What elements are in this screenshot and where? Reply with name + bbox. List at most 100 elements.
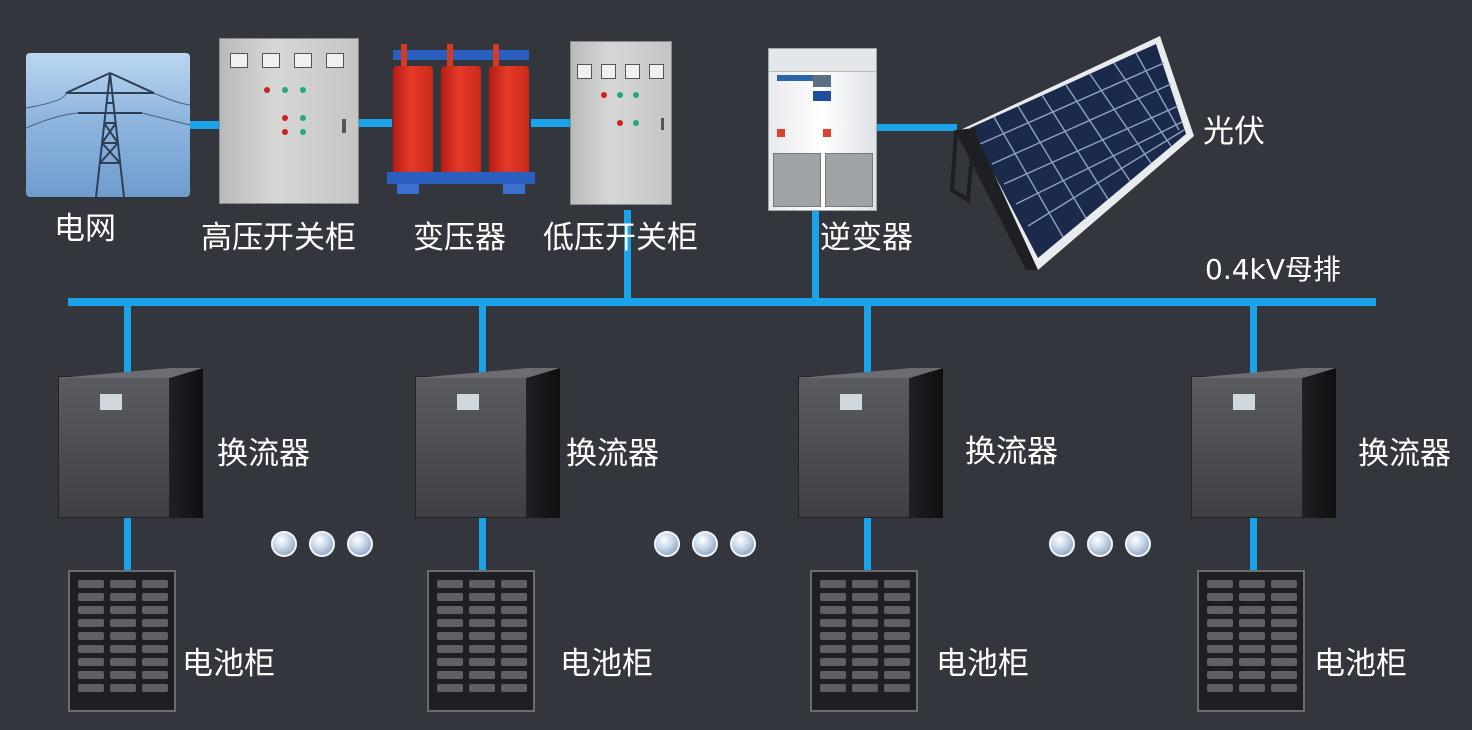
battery-cabinet-icon [1197, 570, 1305, 712]
battery-cell [1239, 606, 1265, 614]
battery-cell [78, 684, 104, 692]
battery-cell [469, 645, 495, 653]
battery-cell [78, 606, 104, 614]
battery-cell [884, 632, 910, 640]
battery-cell [1207, 671, 1233, 679]
battery-cell [501, 684, 527, 692]
inverter-icon [768, 48, 877, 211]
label-busbar: 0.4kV母排 [1205, 253, 1341, 286]
battery-cell [820, 619, 846, 627]
battery-cell [1271, 580, 1297, 588]
transformer-icon [387, 44, 535, 196]
battery-cell [820, 632, 846, 640]
ellipsis-dots-icon [1049, 530, 1159, 560]
battery-cell [437, 645, 463, 653]
battery-cell [820, 606, 846, 614]
label-lv-switchgear: 低压开关柜 [543, 220, 698, 256]
battery-cell [110, 645, 136, 653]
converter-icon [798, 368, 943, 518]
battery-cell [142, 671, 168, 679]
link-converter-battery-4 [1250, 515, 1257, 573]
battery-cell [78, 632, 104, 640]
battery-cell [142, 684, 168, 692]
battery-cell [437, 619, 463, 627]
battery-cell [78, 580, 104, 588]
battery-cell [437, 606, 463, 614]
battery-cell [469, 684, 495, 692]
battery-cell [110, 632, 136, 640]
battery-cell [1239, 671, 1265, 679]
battery-cell [1207, 632, 1233, 640]
battery-cell [820, 593, 846, 601]
battery-cell [110, 658, 136, 666]
battery-cell [469, 658, 495, 666]
battery-cell [501, 619, 527, 627]
converter-icon [1191, 368, 1336, 518]
ellipsis-dots-icon [271, 530, 381, 560]
battery-cell [501, 593, 527, 601]
battery-cell [820, 671, 846, 679]
power-tower-icon [26, 53, 190, 197]
link-converter-battery-1 [124, 515, 131, 573]
battery-cell [1271, 658, 1297, 666]
battery-cell [437, 671, 463, 679]
battery-cell [1207, 645, 1233, 653]
battery-cell [1239, 645, 1265, 653]
battery-cell [142, 658, 168, 666]
battery-cell [1271, 632, 1297, 640]
battery-cell [501, 580, 527, 588]
label-pv: 光伏 [1203, 114, 1265, 150]
battery-cell [469, 580, 495, 588]
battery-cell [1239, 619, 1265, 627]
battery-cell [78, 658, 104, 666]
battery-cell [884, 593, 910, 601]
battery-cabinet-icon [427, 570, 535, 712]
battery-cell [852, 671, 878, 679]
label-converter-2: 换流器 [566, 436, 659, 472]
battery-cell [501, 658, 527, 666]
battery-cell [110, 684, 136, 692]
battery-cell [1239, 632, 1265, 640]
drop-lv-bus [624, 210, 631, 302]
battery-cell [437, 658, 463, 666]
battery-cell [142, 645, 168, 653]
battery-cell [1207, 580, 1233, 588]
battery-cell [1207, 658, 1233, 666]
battery-cell [884, 671, 910, 679]
label-converter-3: 换流器 [965, 434, 1058, 470]
battery-cell [1207, 684, 1233, 692]
battery-cell [501, 645, 527, 653]
battery-cell [1207, 606, 1233, 614]
battery-cell [852, 619, 878, 627]
battery-cell [820, 658, 846, 666]
battery-cell [142, 593, 168, 601]
battery-cell [437, 684, 463, 692]
battery-cell [1271, 619, 1297, 627]
battery-cell [884, 658, 910, 666]
battery-cell [852, 580, 878, 588]
solar-panel-icon [946, 30, 1196, 276]
battery-cell [78, 619, 104, 627]
label-transformer: 变压器 [413, 220, 506, 256]
link-converter-battery-2 [479, 515, 486, 573]
battery-cell [110, 619, 136, 627]
battery-cell [820, 684, 846, 692]
drop-bus-converter-1 [124, 304, 131, 374]
label-converter-1: 换流器 [217, 436, 310, 472]
battery-cell [884, 645, 910, 653]
label-battery-2: 电池柜 [560, 646, 653, 682]
drop-bus-converter-2 [479, 304, 486, 374]
battery-cell [437, 593, 463, 601]
battery-cell [437, 580, 463, 588]
link-hv-transformer [358, 119, 392, 127]
battery-cell [78, 593, 104, 601]
battery-cell [852, 684, 878, 692]
battery-cell [110, 593, 136, 601]
battery-cell [142, 580, 168, 588]
label-converter-4: 换流器 [1358, 436, 1451, 472]
battery-cell [852, 593, 878, 601]
battery-cell [1239, 658, 1265, 666]
link-transformer-lv [531, 119, 573, 127]
ellipsis-dots-icon [654, 530, 764, 560]
battery-cell [469, 632, 495, 640]
